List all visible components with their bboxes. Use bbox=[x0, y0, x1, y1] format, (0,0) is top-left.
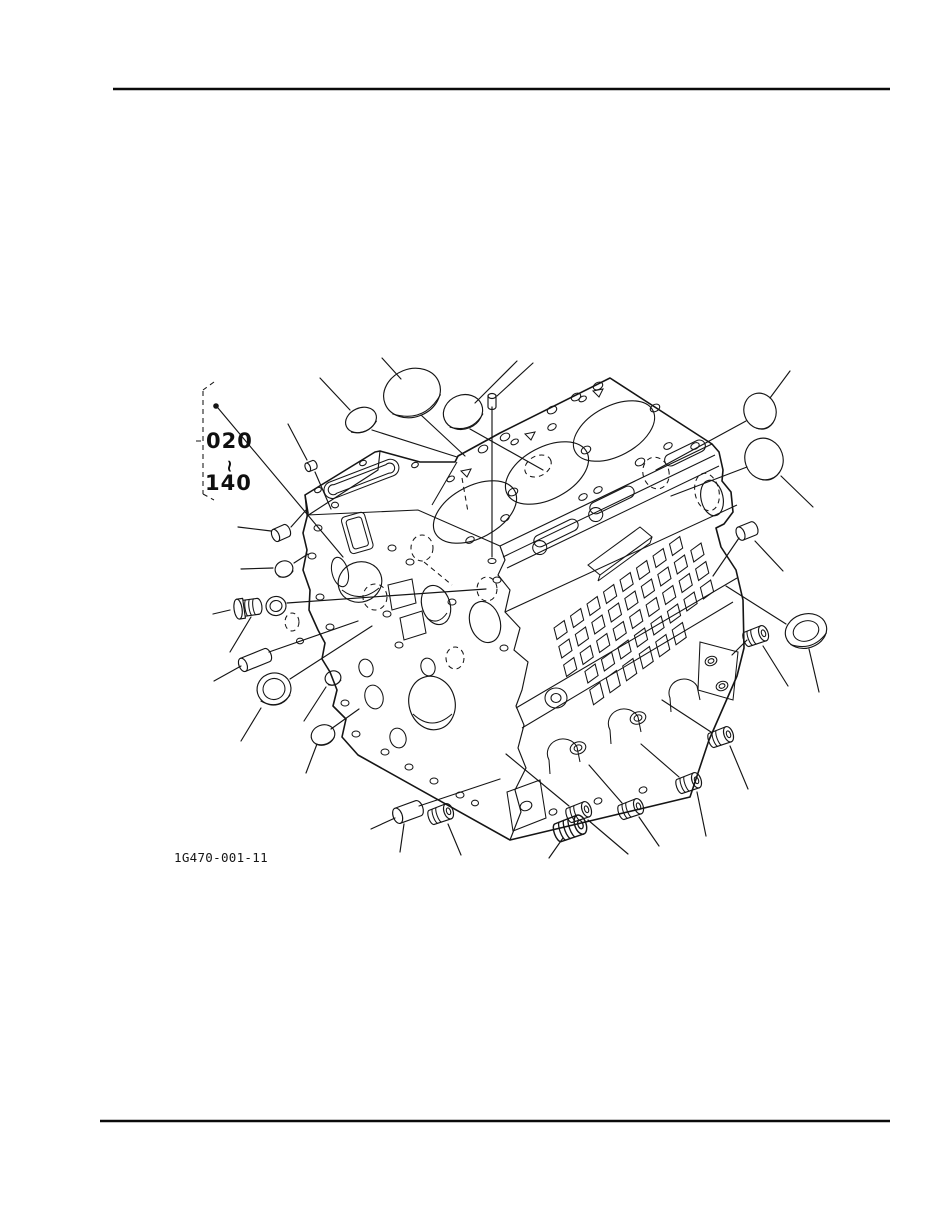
plug-tiny-left bbox=[304, 459, 318, 473]
rear-boss bbox=[700, 479, 724, 517]
engine-block bbox=[284, 377, 745, 841]
screw-plug-bl bbox=[427, 803, 455, 826]
oil-seal bbox=[256, 672, 292, 706]
deck-slots bbox=[532, 439, 706, 556]
side-face bbox=[504, 472, 739, 832]
range-tilde: ~ bbox=[219, 459, 239, 473]
range-top-label: 020 bbox=[206, 429, 253, 453]
item-range-callout: 020 ~ 140 bbox=[196, 381, 344, 558]
deck-holes bbox=[465, 381, 700, 544]
side-webbing bbox=[554, 525, 719, 717]
block-outline bbox=[302, 377, 745, 841]
cylinder-bore-2 bbox=[504, 441, 590, 505]
cylinder-bore-1 bbox=[432, 480, 518, 544]
cylinder-bore-3 bbox=[572, 400, 656, 462]
cup-plug-bottom-left bbox=[310, 724, 336, 746]
deck-triangle-marks bbox=[446, 388, 604, 483]
threaded-plug-washer bbox=[233, 597, 263, 620]
bottom-flange bbox=[506, 577, 739, 832]
cup-plug-left-2 bbox=[274, 560, 294, 578]
callout-leader bbox=[217, 407, 344, 558]
bushing-bottom bbox=[392, 800, 424, 825]
pin-sleeve bbox=[237, 647, 273, 673]
cup-plug-small-top bbox=[345, 406, 378, 434]
cup-plug-medium-top bbox=[442, 393, 484, 431]
screw-plug-br-large bbox=[552, 814, 588, 843]
o-ring bbox=[265, 595, 287, 617]
screw-plug-br-3 bbox=[617, 798, 645, 821]
screw-plug-br-2 bbox=[675, 772, 703, 795]
front-opening-bottom bbox=[408, 675, 456, 731]
tappet-ledge bbox=[304, 450, 501, 547]
bushing-ring-right bbox=[784, 613, 828, 649]
leader-lines bbox=[212, 357, 820, 859]
cup-plug-large-top bbox=[383, 367, 442, 419]
plug-cylinder-right bbox=[735, 521, 759, 541]
screw-plug-right bbox=[742, 625, 770, 648]
front-face bbox=[284, 477, 509, 807]
cup-plug-left-3 bbox=[324, 670, 342, 686]
figure-code: 1G470-001-11 bbox=[174, 850, 268, 865]
range-bottom-label: 140 bbox=[205, 471, 252, 495]
loose-parts bbox=[233, 367, 828, 843]
cup-plug-left-1 bbox=[270, 523, 292, 543]
cup-plug-rear-large bbox=[744, 437, 784, 481]
callout-dot bbox=[213, 403, 219, 409]
cup-plug-rear-small bbox=[743, 392, 777, 430]
screw-plug-br-1 bbox=[707, 726, 735, 749]
deck-face bbox=[432, 381, 720, 841]
dowel-pin bbox=[487, 392, 497, 411]
front-opening-large bbox=[337, 561, 383, 603]
